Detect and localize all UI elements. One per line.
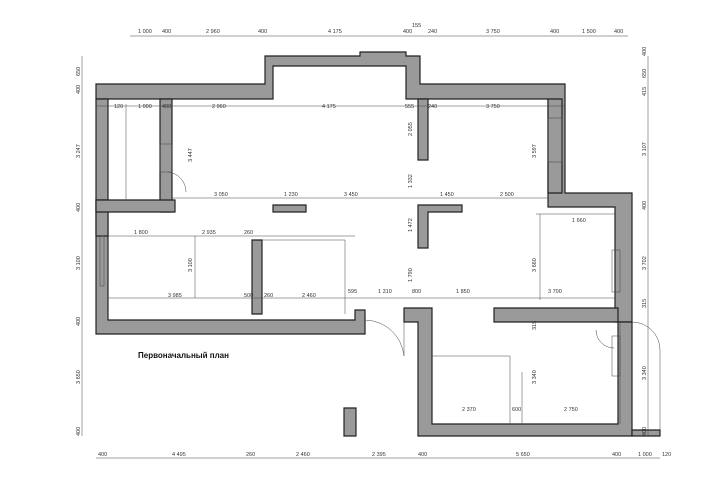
dim-room-1: 3 447 xyxy=(188,148,194,162)
dim-left-5: 3 100 xyxy=(76,256,82,270)
dim-bottom-7: 5 650 xyxy=(516,452,530,458)
dim-room-20: 2 460 xyxy=(302,293,316,299)
dim-room-29: 2 370 xyxy=(462,407,476,413)
dim-top-1: 1 000 xyxy=(138,29,152,35)
dim-room-24: 1 850 xyxy=(456,289,470,295)
dim-bottom-4: 2 460 xyxy=(296,452,310,458)
dim-top-6: 400 xyxy=(403,29,412,35)
dim-room-6: 2 500 xyxy=(500,192,514,198)
dim-top-9: 3 750 xyxy=(486,29,500,35)
dim-top-8: 240 xyxy=(428,29,437,35)
dim-right-9: 400 xyxy=(642,427,648,436)
dim-room-12: 1 660 xyxy=(572,218,586,224)
dim-inner-7: 240 xyxy=(428,104,437,110)
interior-lines xyxy=(99,104,661,430)
dim-left-8: 400 xyxy=(76,427,82,436)
dim-right-5: 400 xyxy=(642,201,648,210)
dim-room-21: 595 xyxy=(348,289,357,295)
room-dimensions: 3 447 3 050 1 230 3 450 1 450 2 500 2 05… xyxy=(134,122,586,413)
dim-room-17: 3 985 xyxy=(168,293,182,299)
dim-room-10: 1 790 xyxy=(408,268,414,282)
dim-bottom-2: 4 495 xyxy=(172,452,186,458)
dim-right-7: 315 xyxy=(642,299,648,308)
dim-top-10: 400 xyxy=(550,29,559,35)
dim-room-5: 1 450 xyxy=(440,192,454,198)
dim-top-7: 155 xyxy=(412,23,421,29)
dim-right-6: 3 702 xyxy=(642,256,648,270)
dim-room-31: 2 750 xyxy=(564,407,578,413)
dim-room-28: 3 340 xyxy=(532,370,538,384)
dim-room-4: 3 450 xyxy=(344,192,358,198)
dim-room-23: 800 xyxy=(412,289,421,295)
dim-bottom-3: 260 xyxy=(246,452,255,458)
dim-right-2: 650 xyxy=(642,69,648,78)
right-dimensions: 400 650 415 3 107 400 3 702 315 3 340 40… xyxy=(642,47,648,436)
dim-right-4: 3 107 xyxy=(642,142,648,156)
dim-top-11: 1 500 xyxy=(582,29,596,35)
dim-inner-4: 2 960 xyxy=(212,104,226,110)
dim-top-4: 400 xyxy=(258,29,267,35)
dim-left-7: 3 650 xyxy=(76,370,82,384)
dim-inner-3: 400 xyxy=(162,104,171,110)
dim-left-2: 400 xyxy=(76,85,82,94)
dim-room-27: 315 xyxy=(532,321,538,330)
top-dimensions: 1 000 400 2 960 400 4 175 400 155 240 3 … xyxy=(138,23,623,35)
dim-room-2: 3 050 xyxy=(214,192,228,198)
dim-top-3: 2 960 xyxy=(206,29,220,35)
dim-room-3: 1 230 xyxy=(284,192,298,198)
dim-room-22: 1 310 xyxy=(378,289,392,295)
dim-bottom-10: 120 xyxy=(662,452,671,458)
dim-top-5: 4 175 xyxy=(328,29,342,35)
dim-inner-8: 3 750 xyxy=(486,104,500,110)
dim-inner-1: 120 xyxy=(114,104,123,110)
dim-room-8: 1 332 xyxy=(408,174,414,188)
walls xyxy=(95,51,661,437)
dim-room-16: 3 100 xyxy=(188,258,194,272)
dim-inner-5: 4 175 xyxy=(322,104,336,110)
dim-room-9: 1 472 xyxy=(408,218,414,232)
dim-bottom-8: 400 xyxy=(612,452,621,458)
dim-right-8: 3 340 xyxy=(642,366,648,380)
bottom-dimensions: 400 4 495 260 2 460 2 395 400 5 650 400 … xyxy=(98,452,671,458)
dim-room-7: 2 055 xyxy=(408,122,414,136)
dim-room-14: 2 935 xyxy=(202,230,216,236)
dim-room-11: 3 597 xyxy=(532,144,538,158)
dim-room-13: 1 800 xyxy=(134,230,148,236)
dim-bottom-6: 400 xyxy=(418,452,427,458)
inner-top-dimensions: 120 1 000 400 2 960 4 175 555 240 3 750 xyxy=(114,104,500,110)
dim-top-12: 400 xyxy=(614,29,623,35)
dim-left-1: 650 xyxy=(76,67,82,76)
plan-title: Первоначальный план xyxy=(138,351,229,360)
dim-left-3: 3 247 xyxy=(76,144,82,158)
dim-inner-2: 1 000 xyxy=(138,104,152,110)
dim-room-19: 260 xyxy=(264,293,273,299)
dimension-lines xyxy=(81,35,660,459)
dim-left-6: 400 xyxy=(76,317,82,326)
dim-bottom-5: 2 395 xyxy=(372,452,386,458)
dim-bottom-9: 1 000 xyxy=(638,452,652,458)
dim-left-4: 400 xyxy=(76,203,82,212)
dim-inner-6: 555 xyxy=(405,104,414,110)
dim-top-2: 400 xyxy=(162,29,171,35)
dim-room-30: 600 xyxy=(512,407,521,413)
dim-room-15: 260 xyxy=(244,230,253,236)
dim-bottom-1: 400 xyxy=(98,452,107,458)
left-dimensions: 650 400 3 247 400 3 100 400 3 650 400 xyxy=(76,67,82,436)
dim-right-3: 415 xyxy=(642,87,648,96)
dim-room-26: 3 660 xyxy=(532,258,538,272)
dim-right-1: 400 xyxy=(642,47,648,56)
dim-room-18: 500 xyxy=(244,293,253,299)
dim-room-25: 3 700 xyxy=(548,289,562,295)
